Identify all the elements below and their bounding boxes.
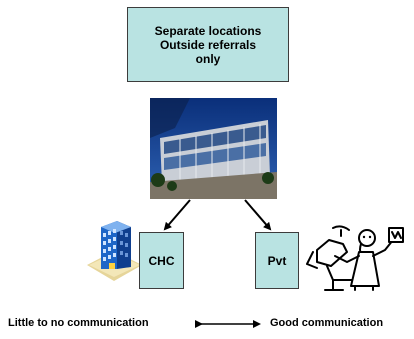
dentist-patient-icon	[306, 225, 404, 291]
top-box-line-3: only	[195, 51, 221, 66]
hospital-building-icon	[87, 221, 142, 281]
pvt-label: Pvt	[267, 253, 287, 268]
top-box-line-1: Separate locations	[154, 23, 262, 38]
good-communication-caption: Good communication	[270, 317, 384, 329]
top-box-line-2: Outside referrals	[159, 37, 257, 52]
arrow-to-pvt	[244, 199, 272, 231]
chc-label: CHC	[148, 253, 175, 268]
little-communication-caption: Little to no communication	[8, 317, 149, 329]
arrow-to-chc	[163, 199, 191, 231]
building-photo	[150, 98, 277, 199]
chc-node: CHC	[139, 232, 184, 289]
separate-locations-box: Separate locations Outside referrals onl…	[127, 7, 289, 82]
pvt-node: Pvt	[255, 232, 299, 289]
